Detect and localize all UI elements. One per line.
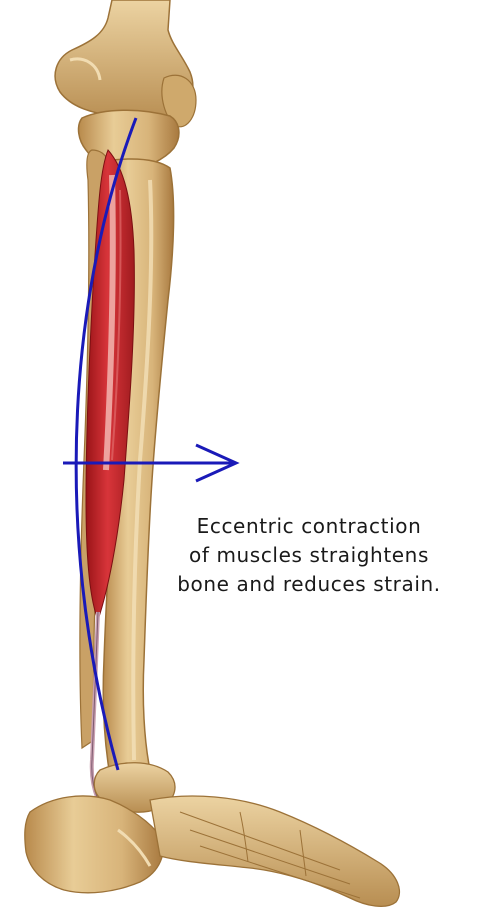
foot-bones xyxy=(25,763,400,907)
caption-line-3: bone and reduces strain. xyxy=(150,570,468,599)
femur xyxy=(55,0,196,127)
caption-line-2: of muscles straightens xyxy=(150,541,468,570)
caption-line-1: Eccentric contraction xyxy=(150,512,468,541)
annotation-caption: Eccentric contraction of muscles straigh… xyxy=(150,512,468,599)
